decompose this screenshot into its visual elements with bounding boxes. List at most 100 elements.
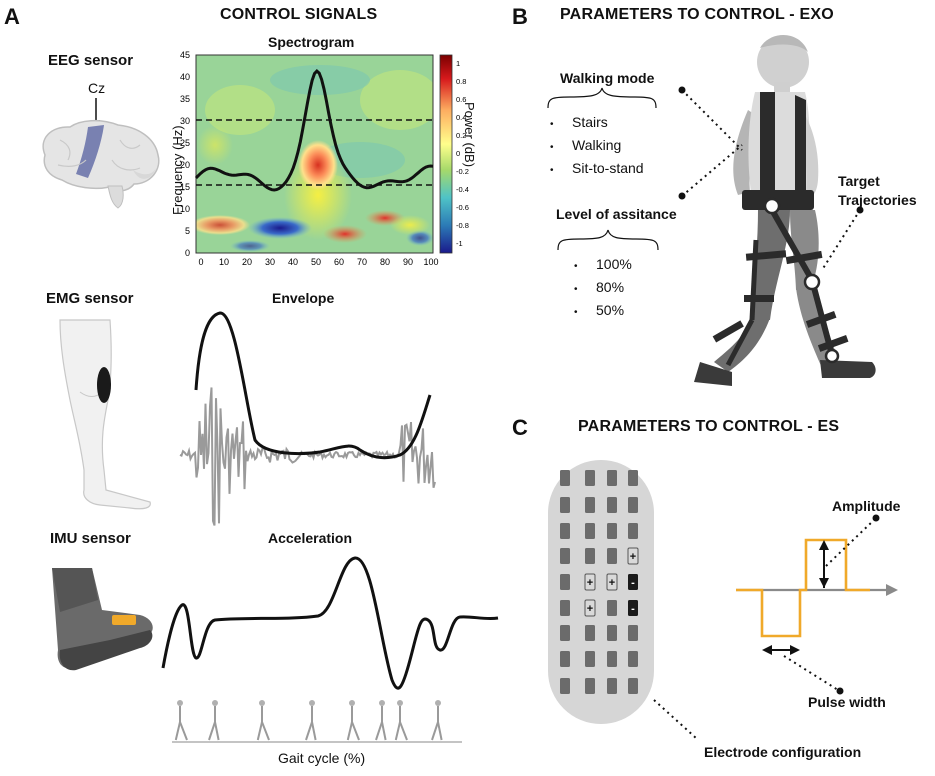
mode-stairs: Stairs [550,112,644,135]
anode-sign: + [587,577,593,589]
electrode-contact [560,574,570,590]
electrode-contact [585,651,595,667]
colorbar-tick: -1 [456,239,463,248]
electrode-contact [628,470,638,486]
walker-silhouette [174,700,188,741]
spec-ytick: 20 [180,160,190,170]
spec-ytick: 10 [180,204,190,214]
spec-ytick: 30 [180,116,190,126]
spec-xtick: 40 [288,257,298,267]
electrode-contact [560,470,570,486]
imu-sensor-label: IMU sensor [50,530,131,547]
electrode-contact [560,497,570,513]
electrode-contact [628,574,638,590]
walker-silhouette [394,700,408,741]
electrode-contact [560,651,570,667]
spec-xtick: 80 [380,257,390,267]
electrode-contact [607,600,617,616]
spec-ytick: 45 [180,50,190,60]
walker-silhouette [305,700,317,741]
walking-mode-list: Stairs Walking Sit-to-stand [550,112,644,181]
spec-xtick: 100 [423,257,438,267]
panel-c-letter: C [512,415,528,440]
colorbar-tick: -0.6 [456,203,469,212]
eeg-sensor-label: EEG sensor [48,52,134,69]
spec-ytick: 5 [185,226,190,236]
colorbar-tick: 0.6 [456,95,466,104]
cathode-sign: - [631,577,635,589]
electrode-contact [584,573,596,591]
walker-silhouette [346,700,360,741]
anode-sign: + [587,603,593,615]
walker-silhouette [208,700,220,741]
electrode-contact [585,470,595,486]
colorbar-tick: -0.2 [456,167,469,176]
spec-xtick: 20 [242,257,252,267]
anode-sign: + [609,577,615,589]
electrode-contact [628,625,638,641]
spec-ytick: 0 [185,248,190,258]
assist-50: 50% [574,300,632,323]
electrode-contact [585,523,595,539]
walker-silhouette [375,700,387,741]
amplitude-label: Amplitude [832,498,901,514]
anode-sign: + [630,551,636,563]
panel-b-title: PARAMETERS TO CONTROL - EXO [560,6,834,23]
electrode-contact [560,625,570,641]
assist-80: 80% [574,277,632,300]
spec-xtick: 90 [403,257,413,267]
assistance-list: 100% 80% 50% [574,254,632,323]
panel-a-title: CONTROL SIGNALS [220,6,378,23]
colorbar-tick: 0 [456,149,460,158]
electrode-contact [606,573,618,591]
walker-silhouette [431,700,443,741]
electrode-contact [560,523,570,539]
electrode-configuration-label: Electrode configuration [704,744,862,760]
electrode-contact [607,497,617,513]
spec-ytick: 25 [180,138,190,148]
electrode-contact [607,548,617,564]
electrode-contact [607,651,617,667]
spec-ytick: 40 [180,72,190,82]
electrode-contact [628,651,638,667]
spectrogram-title: Spectrogram [268,34,355,50]
panel-b-letter: B [512,4,528,29]
electrode-contact [607,523,617,539]
colorbar-tick: -0.4 [456,185,469,194]
electrode-contact [585,678,595,694]
spec-xtick: 50 [311,257,321,267]
electrode-contact [628,523,638,539]
electrode-contact [585,625,595,641]
spec-xtick: 30 [265,257,275,267]
electrode-contact [628,600,638,616]
mode-sit-to-stand: Sit-to-stand [550,158,644,181]
electrode-contact [584,599,596,617]
electrode-contact [628,678,638,694]
panel-c-title: PARAMETERS TO CONTROL - ES [578,418,840,435]
spec-xtick: 60 [334,257,344,267]
walker-silhouette [256,700,270,741]
electrode-contact [628,497,638,513]
spec-xtick: 70 [357,257,367,267]
electrode-contact [585,548,595,564]
emg-sensor-label: EMG sensor [46,290,134,307]
colorbar-tick: 1 [456,59,460,68]
electrode-contact [607,470,617,486]
acceleration-title: Acceleration [268,530,353,546]
electrode-contact [585,497,595,513]
spec-ytick: 15 [180,182,190,192]
mode-walking: Walking [550,135,644,158]
assist-100: 100% [574,254,632,277]
cz-label: Cz [88,80,106,96]
walking-mode-heading: Walking mode [560,70,655,86]
